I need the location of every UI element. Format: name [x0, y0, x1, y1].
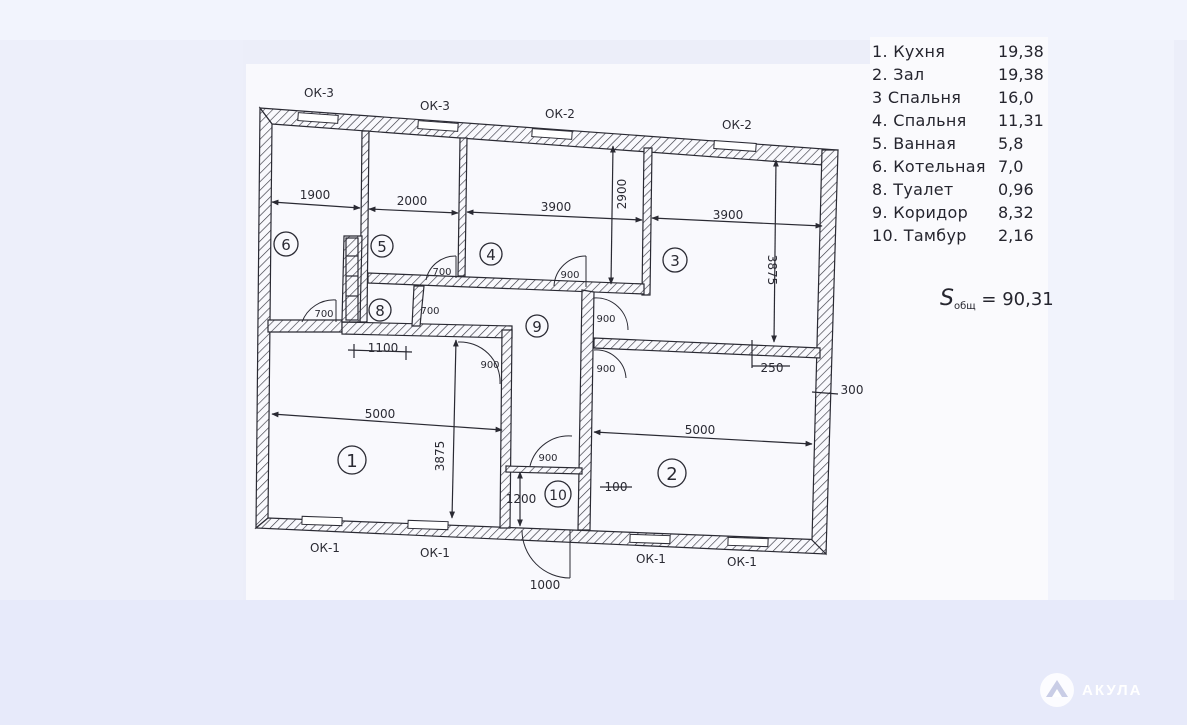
legend-area: 8,32: [998, 203, 1034, 222]
legend-row: 9. Коридор 8,32: [872, 201, 1048, 224]
legend-name: Кухня: [893, 42, 946, 61]
legend-num: 8.: [872, 180, 888, 199]
door-swings: [301, 255, 629, 579]
legend-area: 7,0: [998, 157, 1024, 176]
room-3-number: 3: [670, 252, 680, 270]
legend-num: 10.: [872, 226, 899, 245]
window-label-top-3: ОК-2: [545, 107, 575, 121]
legend-num: 1.: [872, 42, 888, 61]
door-700-bath: 700: [432, 267, 451, 278]
total-value: = 90,31: [981, 289, 1054, 310]
legend-row: 6. Котельная 7,0: [872, 155, 1048, 178]
legend-area: 2,16: [998, 226, 1034, 245]
dim-2000: 2000: [397, 194, 428, 208]
watermark-text: АКУЛА: [1082, 681, 1143, 699]
window-label-top-2: ОК-3: [420, 99, 450, 113]
legend-num: 4.: [872, 111, 888, 130]
legend-area: 16,0: [998, 88, 1034, 107]
legend-row: 3 Спальня 16,0: [872, 86, 1048, 109]
shark-logo-icon: [1040, 673, 1074, 707]
dim-3900-right: 3900: [713, 208, 744, 222]
legend-area: 11,31: [998, 111, 1044, 130]
door-700-toilet-left: 700: [314, 309, 333, 320]
room-1-number: 1: [346, 451, 357, 472]
room-markers: [273, 231, 688, 508]
window-label-bottom-1: ОК-1: [310, 541, 340, 555]
legend-name: Спальня: [893, 111, 967, 130]
door-700-toilet: 700: [420, 306, 439, 317]
room-2-number: 2: [666, 464, 677, 485]
dim-5000-left: 5000: [365, 407, 396, 421]
legend-area: 19,38: [998, 42, 1044, 61]
dim-3900-left: 3900: [541, 200, 572, 214]
legend-row: 2. Зал 19,38: [872, 63, 1048, 86]
dim-3875-right: 3875: [765, 255, 779, 286]
legend-num: 3: [872, 88, 883, 107]
legend-name: Ванная: [893, 134, 957, 153]
legend-row: 4. Спальня 11,31: [872, 109, 1048, 132]
room-5-number: 5: [377, 238, 387, 256]
paper-edge: [1048, 40, 1174, 600]
legend-row: 8. Туалет 0,96: [872, 178, 1048, 201]
door-900-bedroom-3: 900: [596, 314, 615, 325]
legend-row: 1. Кухня 19,38: [872, 40, 1048, 63]
dim-300: 300: [841, 383, 864, 397]
dimension-lines: [271, 145, 839, 527]
stair-shaft: [345, 237, 359, 321]
total-symbol: S: [940, 286, 954, 311]
room-9-number: 9: [532, 318, 542, 336]
door-900-hall: 900: [596, 364, 615, 375]
legend-num: 6.: [872, 157, 888, 176]
interior-walls: [267, 130, 821, 531]
total-subscript: общ: [953, 301, 976, 312]
door-900-kitchen: 900: [480, 360, 499, 371]
room-6-number: 6: [281, 236, 291, 254]
legend-area: 19,38: [998, 65, 1044, 84]
legend-name: Спальня: [887, 88, 962, 107]
background-left: [0, 40, 243, 600]
dim-250: 250: [761, 361, 784, 375]
dim-1200: 1200: [506, 492, 537, 506]
legend-area: 5,8: [998, 134, 1024, 153]
legend-paper: [870, 37, 1048, 600]
total-area: Sобщ = 90,31: [940, 286, 1054, 312]
legend-row: 10. Тамбур 2,16: [872, 224, 1048, 247]
dim-1100: 1100: [368, 341, 399, 355]
windows: [297, 112, 769, 548]
dim-1000: 1000: [530, 578, 561, 592]
legend-row: 5. Ванная 5,8: [872, 132, 1048, 155]
legend-name: Туалет: [893, 180, 954, 199]
dim-5000-right: 5000: [685, 423, 716, 437]
dim-3875-left: 3875: [433, 441, 447, 472]
door-900-vestibule: 900: [538, 453, 557, 464]
legend-name: Коридор: [893, 203, 969, 222]
legend-name: Тамбур: [903, 226, 967, 245]
window-label-bottom-3: ОК-1: [636, 552, 666, 566]
watermark-logo: АКУЛА: [1040, 672, 1142, 708]
legend-name: Зал: [893, 65, 925, 84]
door-900-bedroom-4: 900: [560, 270, 579, 281]
room-8-number: 8: [375, 302, 385, 320]
legend-name: Котельная: [893, 157, 986, 176]
legend-num: 9.: [872, 203, 888, 222]
background-bottom: [0, 600, 1187, 725]
window-label-bottom-4: ОК-1: [727, 555, 757, 569]
legend-area: 0,96: [998, 180, 1034, 199]
dim-2900: 2900: [615, 179, 629, 210]
room-4-number: 4: [486, 246, 496, 264]
window-label-bottom-2: ОК-1: [420, 546, 450, 560]
room-area-legend: 1. Кухня 19,38 2. Зал 19,38 3 Спальня 16…: [872, 40, 1048, 247]
dim-100: 100: [605, 480, 628, 494]
window-label-top-1: ОК-3: [304, 86, 334, 100]
background-top-band: [0, 0, 1187, 40]
window-label-top-4: ОК-2: [722, 118, 752, 132]
legend-num: 5.: [872, 134, 888, 153]
room-10-number: 10: [549, 488, 567, 504]
legend-num: 2.: [872, 65, 888, 84]
dim-1900: 1900: [300, 188, 331, 202]
